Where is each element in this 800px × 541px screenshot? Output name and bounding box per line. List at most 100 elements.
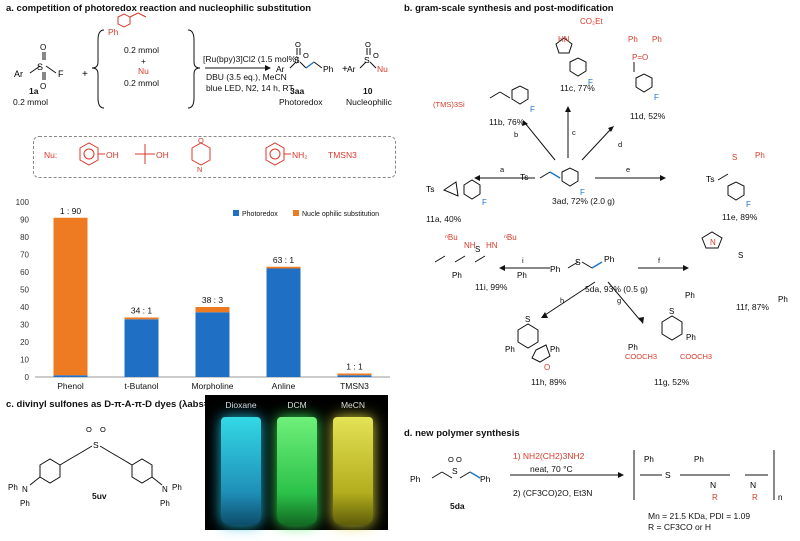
y-tick-label: 40 — [20, 303, 29, 312]
x-category-label: TMSN3 — [340, 381, 369, 390]
section-d-header: d. new polymer synthesis — [404, 428, 520, 439]
x-category-label: Phenol — [57, 381, 84, 390]
section-b-header: b. gram-scale synthesis and post-modific… — [404, 3, 614, 14]
arrow-label-g: g — [617, 296, 622, 305]
svg-text:Ph: Ph — [644, 455, 654, 464]
y-tick-label: 0 — [25, 373, 30, 382]
cooch3-label: COOCH3 — [625, 352, 658, 361]
nucleophile-box — [33, 136, 396, 178]
svg-text:O: O — [40, 82, 46, 91]
ratio-label: 1 : 90 — [60, 206, 82, 216]
svg-text:N: N — [750, 480, 756, 490]
product-10-label: Nucleophilic — [346, 97, 392, 107]
svg-text:F: F — [530, 105, 535, 114]
svg-text:O: O — [40, 43, 46, 52]
product-11a: 11a, 40% — [426, 214, 462, 224]
svg-text:Ar: Ar — [347, 64, 356, 74]
svg-text:Ts: Ts — [706, 174, 715, 184]
product-11i: 11i, 99% — [475, 282, 508, 292]
scheme-b-structures: F F F F F F Ts Ts Ts HN CO₂Et Ph Ph P=O … — [426, 17, 788, 372]
svg-text:Ph: Ph — [550, 264, 561, 274]
ratio-label: 38 : 3 — [202, 295, 224, 305]
svg-text:Ph: Ph — [8, 483, 18, 492]
y-tick-label: 90 — [20, 216, 29, 225]
polymer-step1: 1) NH2(CH2)3NH2 — [513, 451, 585, 461]
vial-dcm — [277, 417, 317, 525]
product-11g: 11g, 52% — [654, 377, 690, 387]
nucleophile-label: Nu — [138, 66, 149, 76]
condition-base: DBU (3.5 eq.), MeCN — [206, 72, 287, 82]
arrow-label-h: h — [560, 296, 565, 305]
svg-text:+: + — [82, 69, 88, 80]
arrow-label-c: c — [572, 128, 576, 137]
product-11h: 11h, 89% — [531, 377, 567, 387]
polymer-step2: 2) (CF3CO)2O, Et3N — [513, 488, 593, 498]
x-category-label: t-Butanol — [124, 381, 158, 390]
svg-text:CO₂Et: CO₂Et — [580, 17, 603, 26]
bar-segment — [195, 312, 230, 377]
nucleophile-box-label: Nu: — [44, 150, 58, 160]
ratio-label: 63 : 1 — [273, 255, 295, 265]
legend-label: Photoredox — [242, 211, 278, 218]
svg-text:Ph: Ph — [505, 345, 515, 354]
svg-text:O: O — [303, 51, 309, 60]
svg-text:Ph: Ph — [755, 151, 765, 160]
svg-text:Ph: Ph — [323, 64, 334, 74]
svg-text:Ph: Ph — [550, 345, 560, 354]
svg-text:Ph: Ph — [778, 295, 788, 304]
svg-text:HN: HN — [486, 241, 498, 250]
svg-text:n: n — [778, 493, 782, 502]
svg-text:P=O: P=O — [632, 53, 648, 62]
svg-text:O: O — [448, 455, 454, 464]
svg-text:N: N — [22, 485, 28, 494]
svg-text:N: N — [197, 165, 202, 174]
svg-text:Ph: Ph — [652, 35, 662, 44]
svg-text:S: S — [475, 245, 480, 254]
bar-segment — [53, 217, 88, 376]
svg-text:F: F — [580, 188, 585, 197]
svg-text:Ph: Ph — [172, 483, 182, 492]
product-11b: 11b, 76% — [489, 117, 525, 127]
svg-text:Ph: Ph — [452, 271, 462, 280]
bar-segment — [195, 307, 230, 313]
vial-mecn — [333, 417, 373, 525]
ratio-label: 34 : 1 — [131, 306, 153, 316]
svg-text:O: O — [100, 425, 106, 434]
reagent-1a: 1a — [29, 86, 39, 96]
svg-text:S: S — [364, 55, 370, 65]
svg-text:ⁿBu: ⁿBu — [445, 233, 458, 242]
plus-sign: + — [141, 56, 146, 66]
svg-text:Ar: Ar — [14, 69, 23, 79]
arrow-label-e: e — [626, 165, 631, 174]
solvent-mecn: MeCN — [340, 400, 366, 410]
fluorescence-photo: Dioxane DCM MeCN — [205, 395, 388, 530]
svg-text:Ph: Ph — [628, 35, 638, 44]
svg-text:R: R — [752, 493, 758, 502]
styrene-amount: 0.2 mmol — [124, 45, 159, 55]
polymer-mn-pdi: Mn = 21.5 KDa, PDI = 1.09 — [648, 511, 751, 521]
svg-text:NH: NH — [464, 241, 476, 250]
svg-text:Ph: Ph — [686, 333, 696, 342]
product-11e: 11e, 89% — [722, 212, 758, 222]
nucleophile-tmsn3: TMSN3 — [328, 150, 357, 160]
y-tick-label: 50 — [20, 286, 29, 295]
arrow-label-d: d — [618, 140, 623, 149]
dye-compound-5uv: 5uv — [92, 491, 107, 501]
svg-text:S: S — [525, 315, 530, 324]
svg-text:Ts: Ts — [426, 184, 435, 194]
svg-text:F: F — [482, 198, 487, 207]
bar-segment — [337, 373, 372, 376]
svg-text:Ph: Ph — [410, 474, 421, 484]
dye-compound-text: 5uv — [92, 491, 107, 501]
solvent-dioxane: Dioxane — [225, 400, 257, 410]
tms-text: (TMS)3Si — [433, 100, 465, 109]
svg-text:Ph: Ph — [685, 291, 695, 300]
reagent-1a-amount: 0.2 mmol — [13, 97, 48, 107]
ratio-label: 1 : 1 — [346, 362, 363, 372]
svg-text:O: O — [198, 138, 204, 145]
arrow-label-a: a — [500, 165, 505, 174]
svg-text:S: S — [732, 153, 737, 162]
bar-segment — [266, 266, 301, 269]
center-3ad: 3ad, 72% (2.0 g) — [552, 196, 615, 206]
product-3aa-label: Photoredox — [279, 97, 323, 107]
